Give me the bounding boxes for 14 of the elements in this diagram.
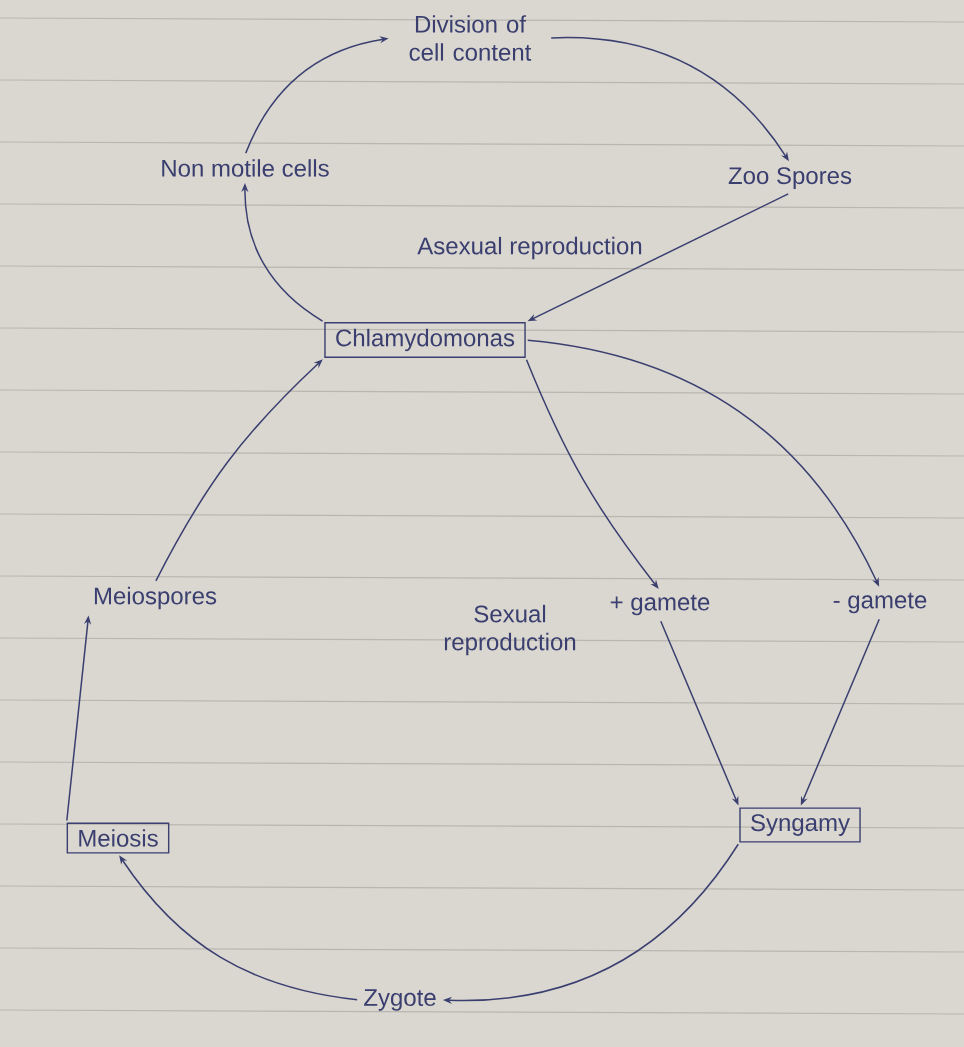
stage-label: - gamete — [833, 592, 927, 614]
stage-label: + gamete — [610, 594, 710, 616]
process-box: Chlamydomonas — [324, 322, 526, 358]
stage-label: Zygote — [364, 989, 436, 1011]
stage-label: Division of cell content — [409, 15, 532, 61]
stage-label: Non motile cells — [162, 159, 329, 177]
stage-label: Zoo Spores — [728, 167, 852, 189]
section-label: Asexual reproduction — [417, 236, 642, 260]
arrow — [155, 359, 323, 582]
stage-label: Meiospores — [94, 586, 217, 610]
process-box: Meiosis — [66, 822, 170, 854]
arrow — [525, 359, 659, 589]
section-label: Sexual reproduction — [444, 604, 576, 656]
process-box: Syngamy — [739, 807, 861, 843]
